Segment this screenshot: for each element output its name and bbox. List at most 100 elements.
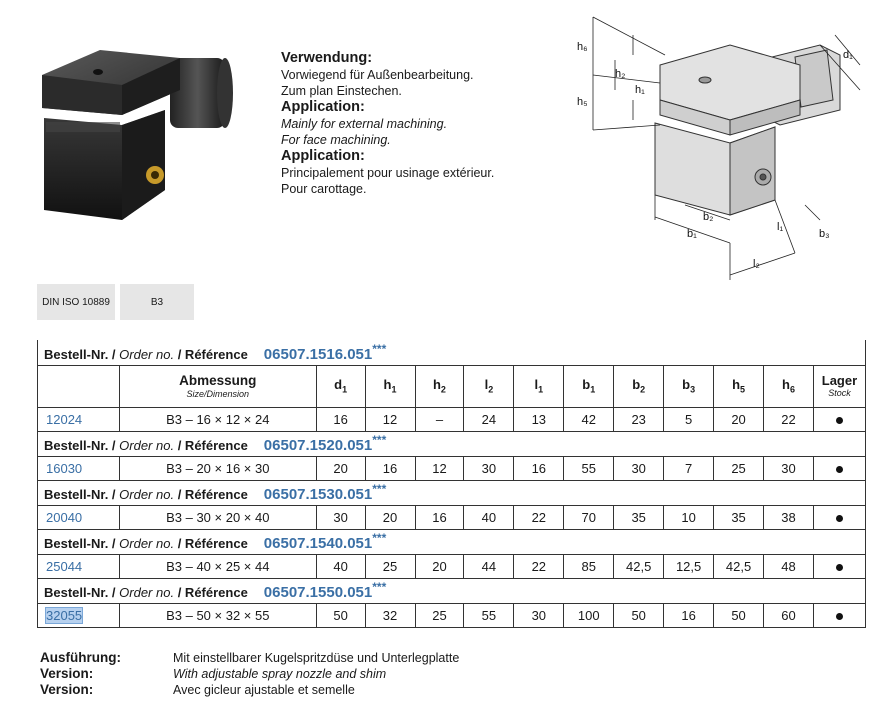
order-number[interactable]: 06507.1550.051***	[264, 580, 386, 601]
technical-drawing: h₆ h₂ h₁ h₅ d₁ b₂ b₁ l₁ l₂ b₃	[577, 16, 861, 280]
label-b3: b₃	[819, 228, 830, 240]
order-number[interactable]: 06507.1516.051***	[263, 342, 386, 363]
value-h1: 20	[364, 504, 416, 530]
value-h6: 22	[763, 406, 814, 432]
order-number-stars: ***	[372, 482, 387, 496]
header-h6: h6	[763, 364, 814, 408]
label-l1: l₁	[777, 221, 783, 233]
product-table: Bestell-Nr. / Order no. / Référence 06507…	[37, 340, 867, 628]
header-size-dimension: Size/Dimension	[186, 388, 250, 399]
order-label-de: Bestell-Nr. /	[44, 346, 116, 362]
order-number-stars: ***	[372, 531, 387, 545]
article-code[interactable]: 16030	[46, 460, 83, 476]
dimension-cell: B3 – 30 × 20 × 40	[118, 504, 317, 530]
article-code-cell[interactable]: 25044	[37, 553, 120, 579]
order-label-de: Bestell-Nr. /	[44, 487, 116, 502]
value-b3: 16	[663, 602, 715, 628]
article-code[interactable]: 25044	[46, 558, 83, 574]
value-h2: 20	[414, 553, 465, 579]
header-h5: h5	[713, 364, 765, 408]
dimension-cell: B3 – 20 × 16 × 30	[118, 455, 317, 481]
order-label-en: Order no.	[119, 536, 175, 551]
order-number-stars: ***	[372, 433, 387, 447]
header-b2-letter: b	[632, 377, 641, 393]
order-number-row: Bestell-Nr. / Order no. / Référence 06507…	[37, 529, 866, 554]
header-b3-index: 3	[690, 384, 696, 395]
value-l2: 30	[463, 455, 515, 481]
value-h2: 25	[414, 602, 465, 628]
header-lager: Lager	[821, 373, 858, 388]
header-b1-letter: b	[582, 377, 591, 393]
order-label-fr: / Référence	[177, 585, 248, 600]
value-h5: 35	[713, 504, 765, 530]
order-number-cell: Bestell-Nr. / Order no. / Référence 06507…	[37, 578, 866, 603]
order-label-en: Order no.	[119, 346, 175, 362]
header-b3: b3	[663, 364, 715, 408]
header-b1: b1	[563, 364, 615, 408]
usage-en-line1: Mainly for external machining.	[281, 117, 448, 131]
order-number[interactable]: 06507.1520.051***	[263, 433, 386, 454]
value-b3: 10	[663, 504, 715, 530]
order-number[interactable]: 06507.1530.051***	[264, 482, 386, 503]
header-d1: d1	[315, 364, 366, 408]
order-label-de: Bestell-Nr. /	[44, 438, 116, 453]
value-b2: 50	[613, 602, 665, 628]
value-b3: 12,5	[663, 553, 715, 579]
header-b3-letter: b	[682, 377, 691, 393]
usage-en-line2: For face machining.	[281, 133, 391, 147]
value-b1: 42	[563, 406, 615, 432]
order-number-row: Bestell-Nr. / Order no. / Référence 06507…	[37, 578, 866, 603]
article-code[interactable]: 12024	[46, 411, 83, 427]
stock-cell	[812, 406, 867, 432]
order-number-value: 06507.1516.051	[263, 345, 373, 363]
header-b1-index: 1	[590, 384, 596, 395]
order-label-en: Order no.	[119, 585, 175, 600]
article-code-cell[interactable]: 12024	[37, 406, 120, 432]
order-number-value: 06507.1520.051	[263, 437, 373, 454]
article-code-cell[interactable]: 16030	[37, 455, 120, 481]
stock-cell	[812, 602, 867, 628]
order-number-value: 06507.1540.051	[263, 535, 373, 552]
value-b1: 85	[563, 553, 615, 579]
label-d1: d₁	[843, 49, 853, 61]
value-h5: 20	[713, 406, 765, 432]
value-b2: 42,5	[613, 553, 665, 579]
article-code-cell[interactable]: 20040	[37, 504, 120, 530]
value-h6: 30	[763, 455, 814, 481]
label-h6: h₆	[577, 41, 588, 53]
article-code[interactable]: 32055	[44, 606, 84, 624]
label-h5: h₅	[577, 96, 588, 108]
article-code-cell[interactable]: 32055	[37, 602, 120, 628]
order-label-fr: / Référence	[177, 536, 248, 551]
order-label-fr: / Référence	[177, 487, 248, 502]
header-abmessung: Abmessung	[179, 372, 257, 388]
value-b2: 35	[613, 504, 665, 530]
order-label-de: Bestell-Nr. /	[44, 585, 116, 600]
article-code[interactable]: 20040	[46, 509, 83, 525]
order-label: Bestell-Nr. / Order no. / Référence	[44, 536, 248, 551]
dimension-cell: B3 – 50 × 32 × 55	[118, 602, 317, 628]
label-b1: b₁	[687, 228, 697, 240]
header-h2-letter: h	[432, 377, 441, 393]
value-l1: 22	[513, 504, 565, 530]
header-h2-index: 2	[440, 384, 446, 395]
value-l2: 40	[463, 504, 515, 530]
order-number[interactable]: 06507.1540.051***	[263, 531, 386, 552]
in-stock-dot-icon	[835, 465, 843, 473]
usage-fr-line2: Pour carottage.	[281, 182, 367, 196]
value-d1: 40	[315, 553, 366, 579]
value-b1: 70	[563, 504, 615, 530]
value-h1: 25	[364, 553, 416, 579]
header-h1-index: 1	[391, 384, 397, 395]
value-l2: 55	[463, 602, 515, 628]
version-val-de: Mit einstellbarer Kugelspritzdüse und Un…	[173, 651, 460, 665]
